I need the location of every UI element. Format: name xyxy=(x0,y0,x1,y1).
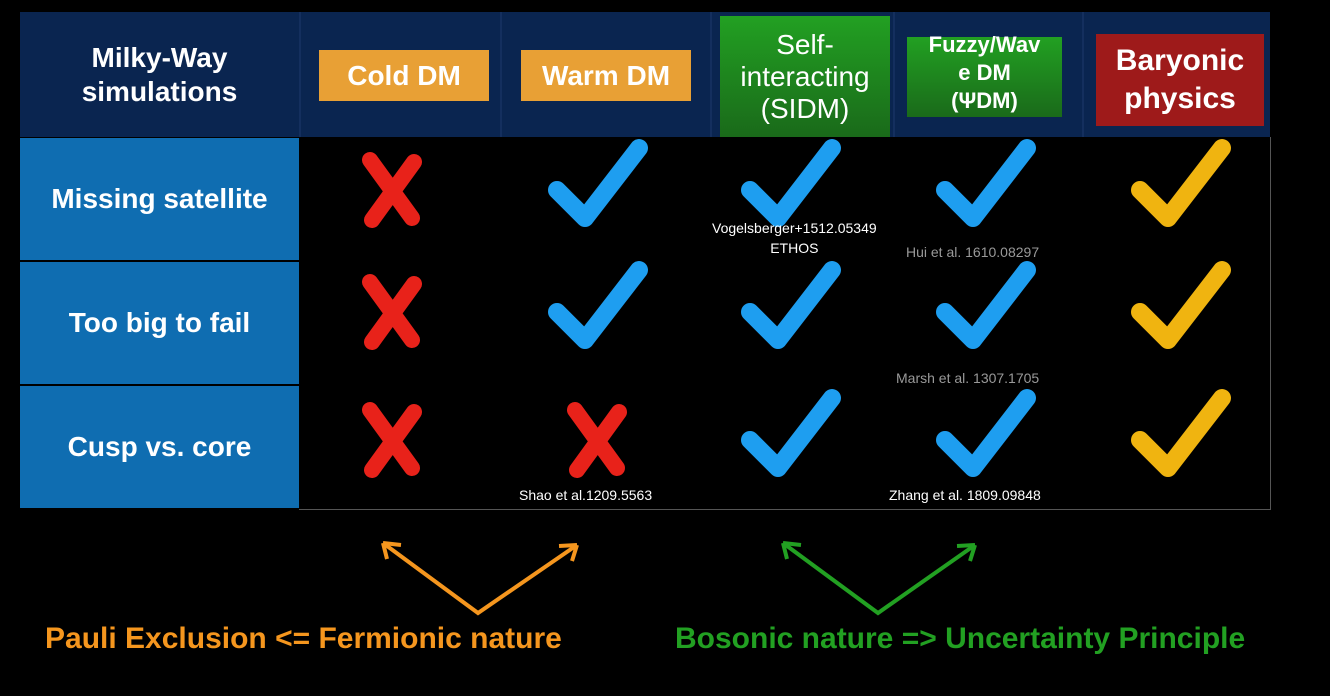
row-label-too-big-to-fail: Too big to fail xyxy=(20,262,299,384)
cross-icon xyxy=(567,402,627,478)
column-warm-dm: Warm DM xyxy=(521,50,691,101)
citation-fuzzy-1: Hui et al. 1610.08297 xyxy=(906,244,1040,260)
column-label: e DM xyxy=(958,60,1011,85)
divider xyxy=(299,12,301,137)
footer-bosonic: Bosonic nature => Uncertainty Principle xyxy=(675,622,1246,655)
cross-icon xyxy=(362,402,422,478)
check-icon xyxy=(936,261,1036,349)
column-label: Fuzzy/Wav xyxy=(928,32,1041,57)
arrowhead-icon xyxy=(781,541,977,562)
check-icon xyxy=(936,139,1036,227)
footer-fermionic: Pauli Exclusion <= Fermionic nature xyxy=(45,622,562,655)
check-icon xyxy=(1131,261,1231,349)
column-sidm: Self-interacting(SIDM) xyxy=(720,16,890,137)
column-fuzzy-dm: Fuzzy/Wav e DM (ΨDM) xyxy=(907,32,1062,117)
citation-line: ETHOS xyxy=(770,240,819,256)
check-icon xyxy=(741,261,841,349)
divider xyxy=(500,12,502,137)
citation-fuzzy-3: Zhang et al. 1809.09848 xyxy=(889,487,1041,503)
corner-line: Milky-Way xyxy=(91,41,228,73)
column-baryonic: Baryonic physics xyxy=(1096,34,1264,126)
row-label: Cusp vs. core xyxy=(67,431,252,462)
check-icon xyxy=(741,139,841,227)
divider xyxy=(1082,12,1084,137)
divider xyxy=(710,12,712,137)
column-label: (ΨDM) xyxy=(951,88,1018,113)
boson-arrows xyxy=(781,541,977,616)
cross-icon xyxy=(362,152,422,228)
corner-line: simulations xyxy=(81,75,238,107)
column-label: Warm DM xyxy=(541,59,671,91)
row-label-missing-satellite: Missing satellite xyxy=(20,138,299,260)
arrowhead-icon xyxy=(381,541,579,562)
cross-icon xyxy=(362,274,422,350)
row-label-cusp-vs-core: Cusp vs. core xyxy=(20,386,299,508)
citation-fuzzy-2: Marsh et al. 1307.1705 xyxy=(896,370,1040,386)
citation-warm: Shao et al.1209.5563 xyxy=(519,487,653,503)
check-icon xyxy=(548,261,648,349)
table-body xyxy=(299,137,1271,510)
fermion-arrows xyxy=(381,541,579,616)
column-label: Self- xyxy=(776,28,834,60)
column-label: (SIDM) xyxy=(760,92,850,124)
divider xyxy=(893,12,895,137)
check-icon xyxy=(548,139,648,227)
check-icon xyxy=(936,389,1036,477)
check-icon xyxy=(741,389,841,477)
citation-line: Vogelsberger+1512.05349 xyxy=(712,220,877,236)
check-icon xyxy=(1131,139,1231,227)
column-label: Cold DM xyxy=(347,59,461,91)
row-label: Missing satellite xyxy=(51,183,268,214)
column-cold-dm: Cold DM xyxy=(319,50,489,101)
column-label: Baryonic xyxy=(1115,44,1245,77)
column-label: interacting xyxy=(740,60,870,92)
row-label: Too big to fail xyxy=(68,307,251,338)
column-label: physics xyxy=(1124,82,1236,115)
check-icon xyxy=(1131,389,1231,477)
